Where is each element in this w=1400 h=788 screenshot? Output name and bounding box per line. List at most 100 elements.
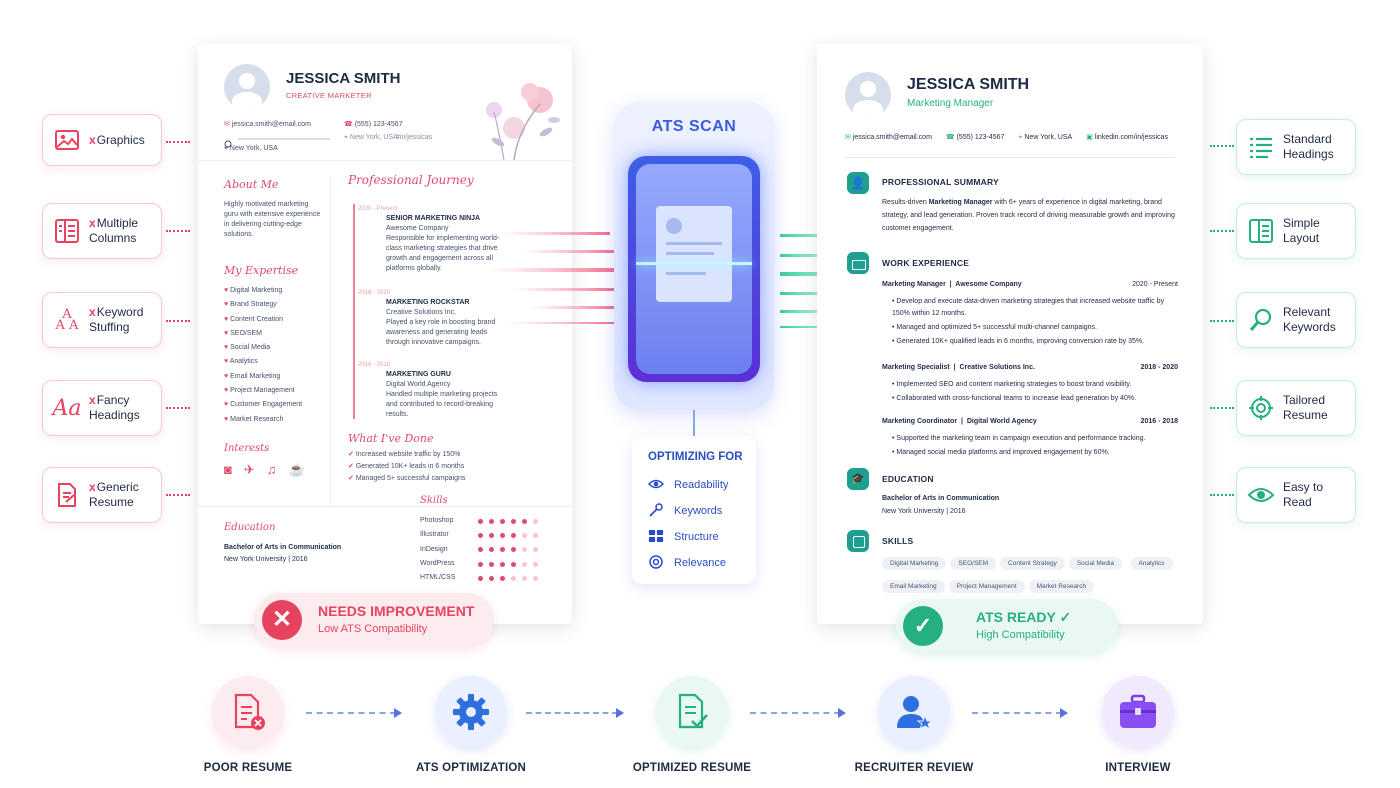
job-dates: 2018 - 2020 bbox=[1140, 364, 1178, 371]
skill-dot bbox=[489, 532, 494, 538]
generic-document-icon bbox=[53, 481, 81, 509]
heart-icon: ♥ bbox=[224, 415, 229, 423]
skill-dot bbox=[489, 518, 494, 524]
columns-icon bbox=[53, 217, 81, 245]
list-item: ♥ Customer Engagement bbox=[224, 401, 303, 409]
badge-label: Generic Resume bbox=[89, 480, 139, 509]
about-heading: About Me bbox=[224, 178, 279, 191]
job-description: Responsible for implementing world-class… bbox=[386, 235, 500, 272]
badge-label: Relevant Keywords bbox=[1283, 305, 1336, 334]
skill-dot bbox=[500, 518, 505, 524]
job-dates: 2018 - 2020 bbox=[358, 290, 391, 296]
skill-dot bbox=[511, 561, 516, 567]
skill-dot bbox=[511, 575, 516, 581]
job-bullet: • Implemented SEO and content marketing … bbox=[892, 381, 1132, 388]
expertise-list: ♥ Digital Marketing ♥ Brand Strategy ♥ C… bbox=[224, 286, 328, 429]
list-item: ✔ Managed 5+ successful campaigns bbox=[348, 475, 466, 482]
skill-name: WordPress bbox=[420, 560, 455, 568]
badge-label: Easy to Read bbox=[1283, 480, 1324, 509]
flow-arrow bbox=[750, 708, 846, 718]
list-item: ✔ Generated 10K+ leads in 6 months bbox=[348, 463, 465, 470]
skills-heading: Skills bbox=[420, 495, 448, 506]
badge-easy-to-read: Easy to Read bbox=[1236, 467, 1356, 523]
avatar bbox=[845, 72, 891, 118]
job-title: Marketing Specialist bbox=[882, 364, 950, 371]
contact-email: jessica.smith@email.com bbox=[231, 121, 311, 128]
briefcase-icon bbox=[1102, 676, 1174, 748]
skill-dot bbox=[533, 575, 538, 581]
phone-icon: ☎ bbox=[945, 134, 955, 141]
skill-dot bbox=[478, 532, 483, 538]
connector bbox=[166, 407, 190, 411]
job-title: MARKETING ROCKSTAR bbox=[386, 299, 470, 306]
poor-resume-icon bbox=[212, 676, 284, 748]
optimized-resume-card: JESSICA SMITH Marketing Manager ✉ jessic… bbox=[817, 44, 1203, 624]
badge-label: Tailored Resume bbox=[1283, 393, 1328, 422]
connector bbox=[166, 141, 190, 145]
skill-rating-row: Photoshop bbox=[420, 514, 544, 528]
briefcase-icon bbox=[847, 252, 869, 274]
poor-resume-card: JESSICA SMITH CREATIVE MARKETER ✉ jessic… bbox=[198, 44, 572, 624]
skill-dot bbox=[511, 532, 516, 538]
list-icon bbox=[1247, 133, 1275, 161]
job-entry: 2018 - 2020 MARKETING ROCKSTAR Creative … bbox=[358, 288, 508, 348]
heart-icon: ♥ bbox=[224, 344, 229, 352]
connector bbox=[1210, 407, 1234, 411]
job-company: Creative Solutions Inc. bbox=[386, 309, 457, 316]
job-dates: 2020 - Present bbox=[358, 206, 398, 212]
opt-item-structure: Structure bbox=[648, 524, 728, 550]
target-icon bbox=[648, 554, 664, 572]
school: New York University | 2016 bbox=[224, 556, 308, 563]
mail-icon: ✉ bbox=[224, 121, 230, 128]
job-bullet: • Collaborated with cross-functional tea… bbox=[892, 395, 1137, 402]
skill-dot bbox=[500, 532, 505, 538]
journey-heading: Professional Journey bbox=[348, 173, 474, 187]
location-icon: ⌖ bbox=[1018, 134, 1023, 141]
job-description: Played a key role in boosting brand awar… bbox=[386, 319, 496, 346]
skill-name: Illustrator bbox=[420, 531, 449, 539]
location-icon: ⌖ bbox=[224, 145, 228, 152]
flow-arrow bbox=[306, 708, 402, 718]
connector bbox=[166, 494, 190, 498]
optimizing-panel: OPTIMIZING FOR Readability Keywords Stru… bbox=[632, 436, 756, 584]
flow-label: ATS OPTIMIZATION bbox=[415, 762, 527, 774]
skill-dot bbox=[522, 575, 527, 581]
needs-improvement-badge: ✕ NEEDS IMPROVEMENT Low ATS Compatibilit… bbox=[254, 593, 494, 647]
job-company: Awesome Company bbox=[386, 225, 449, 232]
contact-location: New York, USA bbox=[349, 134, 398, 141]
graduation-icon: 🎓 bbox=[847, 468, 869, 490]
skill-dot bbox=[533, 518, 538, 524]
education-heading: Education bbox=[224, 522, 276, 533]
optimizing-title: OPTIMIZING FOR bbox=[648, 451, 743, 463]
skill-dot bbox=[478, 547, 483, 553]
eye-icon bbox=[647, 478, 665, 493]
list-item: ♥ Social Media bbox=[224, 344, 271, 352]
skill-chip: Market Research bbox=[1028, 580, 1095, 593]
avatar bbox=[224, 64, 270, 110]
skill-dot bbox=[533, 547, 538, 553]
job-entry: 2020 - Present SENIOR MARKETING NINJA Aw… bbox=[358, 204, 508, 274]
skill-chip: Social Media bbox=[1068, 557, 1123, 570]
opt-item-keywords: Keywords bbox=[648, 498, 728, 524]
skill-dot bbox=[489, 561, 494, 567]
job-title: SENIOR MARKETING NINJA bbox=[386, 215, 481, 222]
badge-generic-resume: xGeneric Resume bbox=[42, 467, 162, 523]
optimized-resume-icon bbox=[656, 676, 728, 748]
job-company: Digital World Agency bbox=[966, 418, 1037, 425]
key-icon bbox=[648, 502, 664, 520]
connector bbox=[1210, 145, 1234, 149]
mail-icon: ✉ bbox=[845, 134, 851, 141]
skill-chip: Project Management bbox=[948, 580, 1025, 593]
badge-label: Fancy Headings bbox=[89, 393, 140, 422]
heart-icon: ♥ bbox=[224, 287, 229, 294]
contact-row: ✉ jessica.smith@email.com ☎ (555) 123-45… bbox=[845, 134, 1168, 141]
badge-fancy-headings: Aa xFancy Headings bbox=[42, 380, 162, 436]
skill-chip: Digital Marketing bbox=[882, 557, 947, 570]
camera-icon: ◙ bbox=[224, 462, 232, 477]
list-item: ♥ Content Creation bbox=[224, 315, 284, 323]
job-company: Creative Solutions Inc. bbox=[959, 364, 1035, 371]
divider bbox=[198, 506, 572, 507]
skills-heading: SKILLS bbox=[882, 536, 914, 546]
